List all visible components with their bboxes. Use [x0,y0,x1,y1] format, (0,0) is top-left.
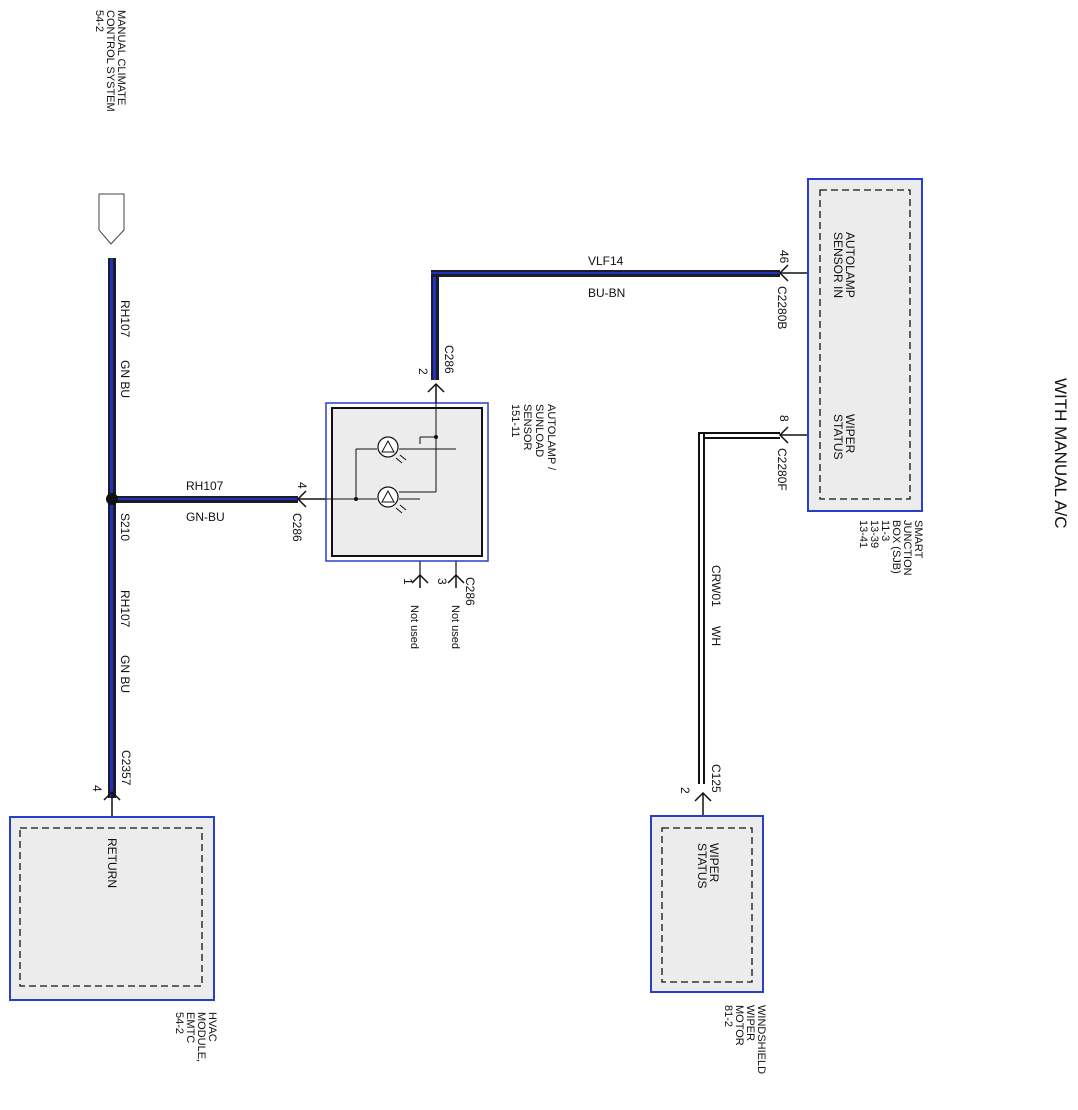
sensor-internal-circuit [326,392,456,501]
c286-pin1-number: 1 [401,578,415,585]
autolamp-sensor-box [325,402,489,562]
svg-text:SMART: SMART [912,520,924,559]
hvac-module-reference: HVAC MODULE, EMTC 54-2 [173,1012,218,1062]
wire-crw01 [698,432,780,784]
c2280b-label: C2280B [775,286,789,329]
rh107-top-color: GN BU [118,360,132,398]
hvac-module-box [9,816,215,1001]
motor-pin-wiper: WIPER STATUS [695,843,721,889]
c286-pin2-number: 2 [416,368,430,375]
photodiode-symbols [381,439,407,514]
svg-text:WIPER: WIPER [843,414,857,454]
svg-text:BOX (SJB): BOX (SJB) [890,520,902,574]
pin3-not-used: Not used [449,605,461,649]
svg-text:EMTC: EMTC [184,1012,196,1043]
splice-s210 [106,493,118,505]
harness-arrow-icon [98,193,125,245]
diagram-title: WITH MANUAL A/C [1051,378,1070,529]
sjb-pin-wiper: WIPER STATUS [831,414,857,460]
svg-text:CONTROL SYSTEM: CONTROL SYSTEM [104,10,116,112]
connector-c125-icon [694,791,712,817]
rh107-mid-circuit: RH107 [186,479,224,493]
connector-c286-pin2-icon [427,382,445,403]
manual-climate-reference: MANUAL CLIMATE CONTROL SYSTEM 54-2 [93,10,127,112]
svg-text:SENSOR IN: SENSOR IN [831,232,845,298]
connector-c286-pins13-icon [411,573,465,588]
c2280f-pin: 8 [777,415,791,422]
svg-text:SENSOR: SENSOR [521,404,533,451]
rh107-bottom-circuit: RH107 [118,590,132,628]
svg-text:81-2: 81-2 [722,1005,734,1027]
connector-c2357-icon [103,790,121,818]
svg-text:AUTOLAMP /: AUTOLAMP / [545,404,557,471]
c2280b-pin: 46 [777,250,791,264]
svg-text:WIPER: WIPER [744,1005,756,1041]
wire-vlf14 [431,270,780,380]
svg-text:13-41: 13-41 [857,520,869,548]
pin1-not-used: Not used [408,605,420,649]
c125-label: C125 [709,764,723,793]
c286-pin4-number: 4 [295,482,309,489]
crw01-circuit: CRW01 [709,565,723,607]
c2357-label: C2357 [119,750,133,786]
c286-pin2-label: C286 [442,345,456,374]
svg-text:54-2: 54-2 [93,10,105,32]
svg-text:STATUS: STATUS [831,414,845,460]
svg-text:151-11: 151-11 [509,404,521,437]
rh107-bottom-color: GN BU [118,655,132,693]
rh107-top-circuit: RH107 [118,300,132,338]
svg-text:JUNCTION: JUNCTION [901,520,913,576]
svg-text:MOTOR: MOTOR [733,1005,745,1046]
rh107-mid-color: GN-BU [186,510,225,524]
wire-rh107-vertical [108,258,116,798]
c2280f-label: C2280F [775,448,789,491]
wiper-motor-reference: WINDSHIELD WIPER MOTOR 81-2 [722,1005,767,1074]
svg-text:WINDSHIELD: WINDSHIELD [755,1005,767,1074]
svg-text:MANUAL CLIMATE: MANUAL CLIMATE [115,10,127,105]
svg-text:HVAC: HVAC [206,1012,218,1042]
svg-text:13-39: 13-39 [868,520,880,548]
sjb-reference: SMART JUNCTION BOX (SJB) 11-3 13-39 13-4… [857,520,924,576]
autolamp-sensor-reference: AUTOLAMP / SUNLOAD SENSOR 151-11 [509,404,557,471]
connector-c2280f-icon [778,426,808,444]
sjb-pin-autolamp: AUTOLAMP SENSOR IN [831,232,857,298]
svg-text:STATUS: STATUS [695,843,709,889]
connector-c286-pin4-icon [296,490,326,508]
c286-pin3-number: 3 [435,578,449,585]
sjb-box [807,178,923,512]
hvac-pin-return: RETURN [105,838,119,888]
svg-text:MODULE,: MODULE, [195,1012,207,1062]
splice-label: S210 [118,513,132,541]
c125-pin: 2 [678,787,692,794]
wiper-motor-box [650,815,764,993]
svg-text:AUTOLAMP: AUTOLAMP [843,232,857,298]
svg-text:54-2: 54-2 [173,1012,185,1034]
c286-pins13-label: C286 [463,577,477,606]
svg-text:WIPER: WIPER [707,843,721,883]
vlf14-circuit: VLF14 [588,254,624,268]
c2357-pin: 4 [90,785,104,792]
connector-c2280b-icon [778,264,808,282]
svg-text:SUNLOAD: SUNLOAD [533,404,545,457]
crw01-color: WH [709,626,723,646]
wire-rh107-horizontal [112,496,298,503]
svg-text:11-3: 11-3 [879,520,891,541]
c286-pin4-label: C286 [290,513,304,542]
vlf14-color: BU-BN [588,286,625,300]
